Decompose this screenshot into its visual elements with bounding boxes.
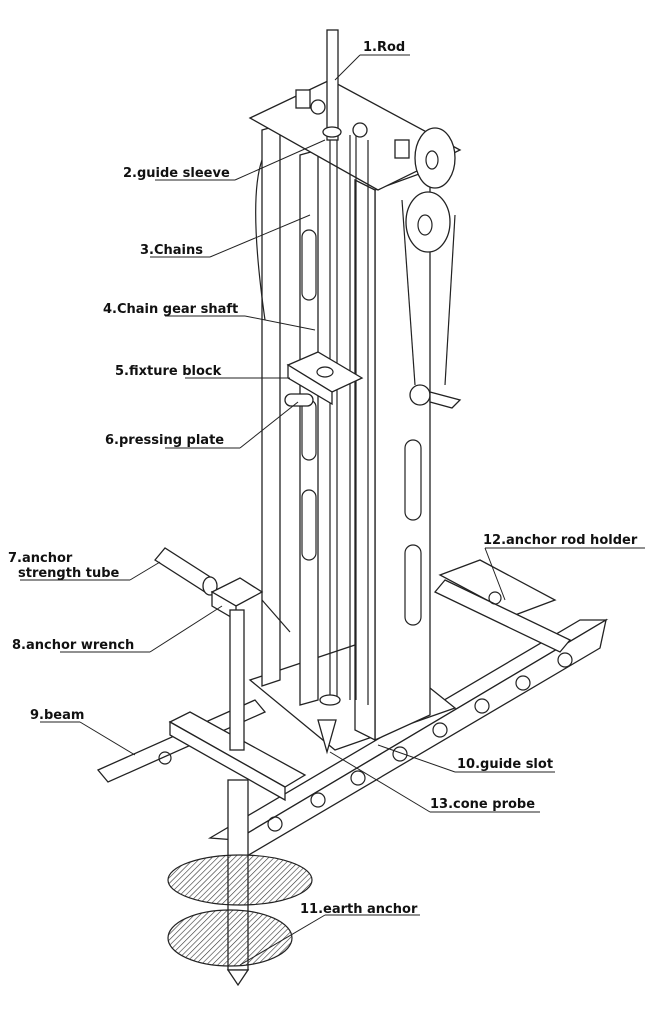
label-anchor-rod-holder: 12.anchor rod holder xyxy=(483,533,638,548)
earth-anchor-helix-top xyxy=(167,854,313,906)
drawing xyxy=(96,29,609,987)
label-chain-gear-shaft: 4.Chain gear shaft xyxy=(103,302,238,317)
earth-anchor-helix-bottom xyxy=(167,909,293,967)
label-earth-anchor: 11.earth anchor xyxy=(300,902,418,917)
labels: 1.Rod 2.guide sleeve 3.Chains 4.Chain ge… xyxy=(8,40,638,917)
leader-lines xyxy=(20,54,645,966)
label-pressing-plate: 6.pressing plate xyxy=(105,433,224,448)
anchor-assembly xyxy=(154,547,337,987)
label-guide-slot: 10.guide slot xyxy=(457,757,553,772)
beam-rails xyxy=(96,559,609,868)
label-anchor-strength-tube: 7.anchor xyxy=(8,551,73,566)
label-anchor-wrench: 8.anchor wrench xyxy=(12,638,134,653)
fixture-block xyxy=(284,351,364,407)
gears xyxy=(295,89,462,409)
label-rod: 1.Rod xyxy=(363,40,405,55)
label-beam: 9.beam xyxy=(30,708,84,723)
label-chains: 3.Chains xyxy=(140,243,203,258)
label-anchor-strength-tube-line2: strength tube xyxy=(18,566,120,581)
label-guide-sleeve: 2.guide sleeve xyxy=(123,166,230,181)
rod xyxy=(319,29,342,706)
label-fixture-block: 5.fixture block xyxy=(115,364,222,379)
chains xyxy=(255,135,456,705)
label-cone-probe: 13.cone probe xyxy=(430,797,535,812)
